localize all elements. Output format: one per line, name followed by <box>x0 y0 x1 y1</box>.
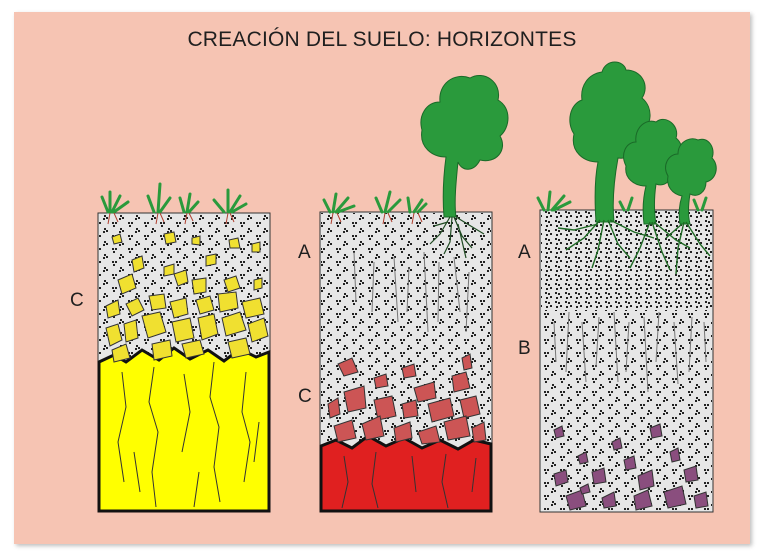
diagram-panel: CREACIÓN DEL SUELO: HORIZONTES <box>14 12 750 544</box>
diagram-title: CREACIÓN DEL SUELO: HORIZONTES <box>187 28 577 51</box>
horizon-label-b-column-3: B <box>518 338 531 359</box>
grass-roots-1 <box>107 212 235 225</box>
bedrock-cracks <box>117 361 260 508</box>
tree-roots-2 <box>429 216 485 259</box>
tree-roots-3 <box>557 219 711 275</box>
tree-3-middle <box>623 118 683 225</box>
rock-fragments-purple <box>553 423 709 511</box>
soil-diagram: C A C A B <box>70 61 717 513</box>
tree-3-right <box>665 138 717 225</box>
soil-column-3 <box>536 61 717 513</box>
grass-roots-2 <box>330 212 423 225</box>
grass-tufts-2 <box>322 190 428 214</box>
soil-column-1 <box>97 182 271 513</box>
bedrock-cracks-red <box>341 451 477 509</box>
grass-tufts-1 <box>100 182 248 214</box>
tree-2 <box>420 75 509 218</box>
rock-fragments-red <box>327 353 487 445</box>
rock-fragments-yellow <box>105 231 269 363</box>
horizon-label-a-column-3: A <box>518 242 531 263</box>
soil-column-2 <box>319 75 509 513</box>
bedrock-yellow <box>97 346 271 513</box>
grass-tufts-3 <box>536 190 708 212</box>
horizon-label-a-column-2: A <box>298 242 311 263</box>
root-streaks-3 <box>553 311 707 393</box>
horizon-label-c-column-2: C <box>298 386 312 407</box>
bedrock-red <box>319 434 493 513</box>
horizon-label-c-column-1: C <box>70 290 84 311</box>
root-streaks-2 <box>353 251 470 333</box>
